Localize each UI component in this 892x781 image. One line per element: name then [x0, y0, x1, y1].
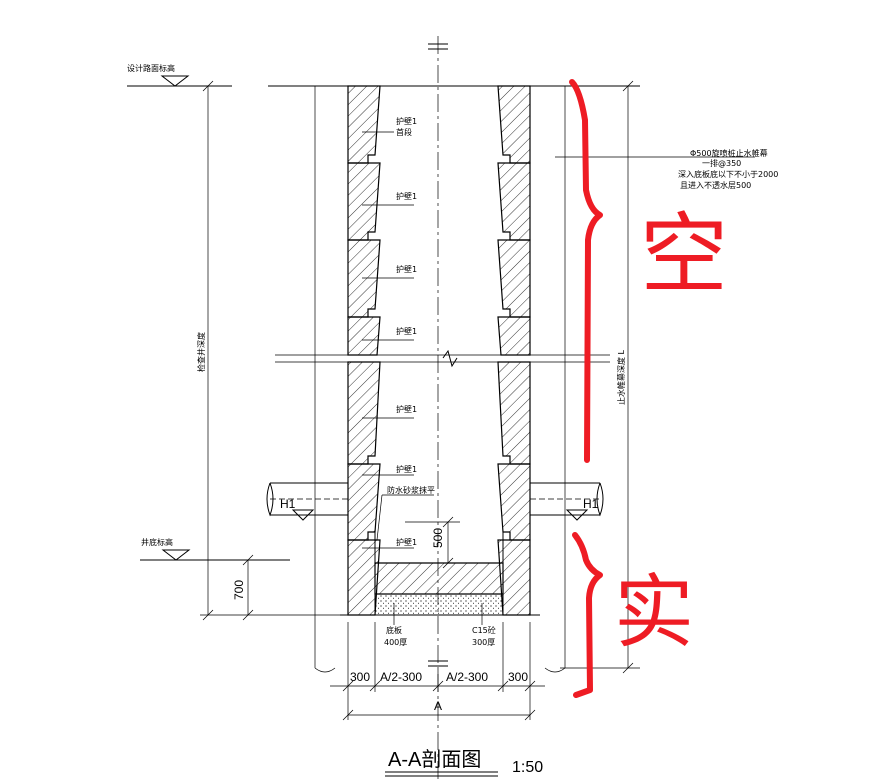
- drawing-title: A-A剖面图 1:50: [385, 748, 543, 777]
- h1-right-label: H1: [583, 497, 599, 511]
- title-text: A-A剖面图: [388, 748, 481, 771]
- curtain-note-3: 深入底板底以下不小于2000: [678, 169, 778, 179]
- center-line: [428, 36, 448, 780]
- handwritten-kong: 空: [640, 203, 728, 306]
- curtain-depth-label: 止水帷幕深度 L: [616, 349, 626, 405]
- retaining-wall-label-6: 护壁1: [396, 464, 417, 474]
- right-wall: [497, 85, 531, 616]
- retaining-wall-label-2: 护壁1: [396, 191, 417, 201]
- bottom-dim-a: A: [434, 699, 442, 713]
- red-annotation-brace: [569, 79, 603, 698]
- bottom-dim-300-right: 300: [508, 670, 528, 684]
- retaining-wall-label-1: 护壁1: [396, 116, 417, 126]
- base-plate-label: 底板: [386, 625, 402, 635]
- well-bottom-elev-label: 井底标高: [141, 537, 173, 547]
- c15-label: C15砼: [472, 625, 496, 635]
- red-handwritten-text: 空 实: [614, 203, 728, 659]
- title-scale: 1:50: [512, 759, 543, 776]
- left-wall: [347, 85, 381, 616]
- bottom-dimensions: [330, 622, 545, 721]
- curtain-note-1: Φ500旋喷桩止水帷幕: [690, 148, 768, 158]
- inspection-well-depth-label: 检查井深度: [196, 332, 206, 372]
- outer-lines: [314, 86, 566, 673]
- curtain-note-2: 一排@350: [702, 158, 741, 168]
- design-road-elev-label: 设计路面标高: [127, 63, 175, 73]
- waterproof-mortar-label: 防水砂浆抹平: [387, 485, 435, 495]
- retaining-wall-label-4: 护壁1: [396, 326, 417, 336]
- dim-500-label: 500: [431, 528, 445, 548]
- dim-500-lines: [405, 516, 460, 569]
- c15-thickness: 300厚: [472, 638, 495, 647]
- bottom-dim-half-a-right: A/2-300: [446, 670, 488, 684]
- pipes: [266, 482, 604, 521]
- elevation-symbols: [160, 75, 191, 561]
- bottom-dim-half-a-left: A/2-300: [380, 670, 422, 684]
- base-slab: [340, 530, 540, 616]
- handwritten-shi: 实: [614, 566, 694, 659]
- first-section-label: 首段: [396, 127, 412, 137]
- retaining-wall-label-7: 护壁1: [396, 537, 417, 547]
- right-dimension: [560, 80, 640, 674]
- retaining-wall-label-3: 护壁1: [396, 264, 417, 274]
- curtain-note-4: 且进入不透水层500: [680, 180, 751, 190]
- retaining-wall-label-5: 护壁1: [396, 404, 417, 414]
- bottom-dim-300-left: 300: [350, 670, 370, 684]
- h1-left-label: H1: [280, 497, 296, 511]
- left-dimension: [200, 80, 340, 621]
- dim-700-label: 700: [232, 580, 246, 600]
- base-plate-thickness: 400厚: [384, 638, 407, 647]
